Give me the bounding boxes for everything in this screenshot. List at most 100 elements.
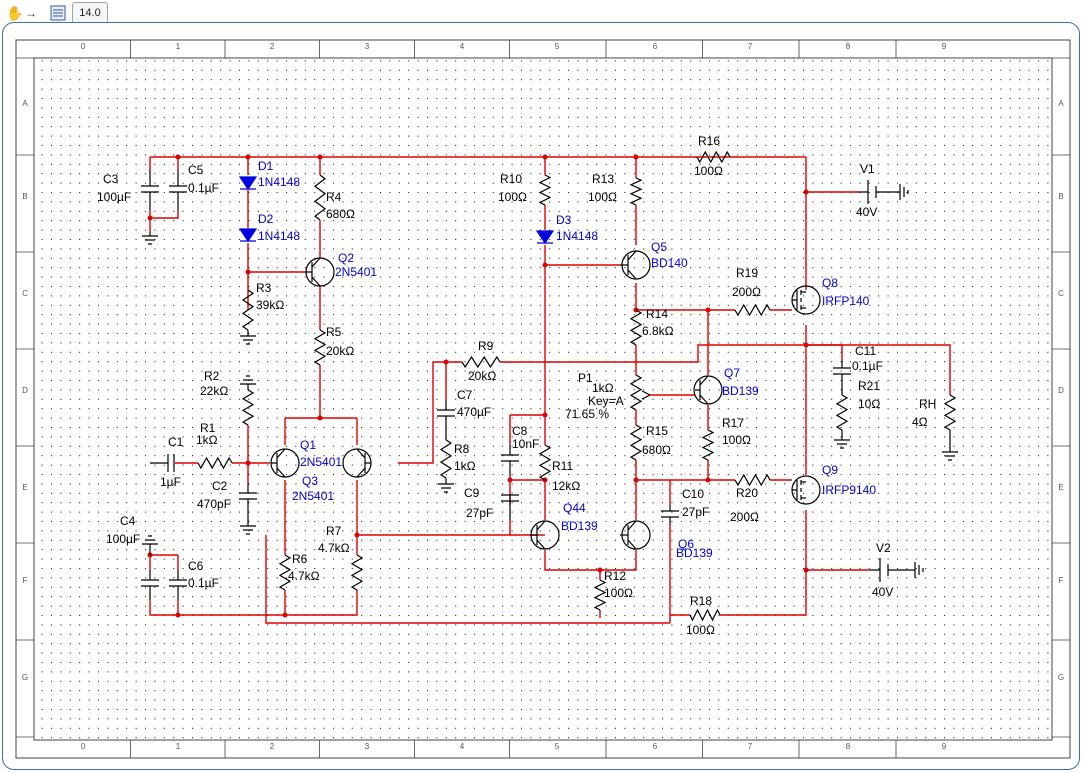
label-c9-name: C9	[464, 486, 480, 500]
label-r13-value: 100Ω	[588, 190, 617, 204]
label-c2-value: 470pF	[197, 497, 231, 511]
label-r5-name: R5	[326, 325, 342, 339]
label-r9-value: 20kΩ	[468, 369, 496, 383]
label-c11-value: 0.1µF	[852, 359, 883, 373]
ruler-row-label: E	[1058, 483, 1063, 492]
label-q5-name: Q5	[651, 240, 667, 254]
ruler-row-label: B	[1058, 192, 1063, 201]
resistor-r13	[629, 177, 643, 206]
resistor-r7	[350, 554, 364, 591]
junctions	[147, 154, 809, 618]
label-r11-value: 12kΩ	[552, 479, 580, 493]
capacitor-c3	[141, 170, 159, 210]
label-r10-name: R10	[500, 172, 522, 186]
label-v2-value: 40V	[872, 585, 893, 599]
ruler-col-label: 9	[942, 42, 947, 51]
transistor-q1	[270, 448, 300, 478]
label-c7-value: 470µF	[457, 405, 491, 419]
label-q5-value: BD140	[651, 256, 688, 270]
potentiometer-p1-wiper	[641, 390, 651, 400]
chart-icon[interactable]	[49, 3, 67, 23]
transistor-q5	[620, 250, 651, 280]
resistor-r18	[689, 608, 721, 622]
label-r10-value: 100Ω	[498, 190, 527, 204]
ruler-col-label: 8	[846, 742, 851, 751]
capacitor-c9	[501, 494, 519, 520]
ruler-col-label: 6	[653, 742, 658, 751]
resistor-r2	[241, 389, 255, 426]
label-r3-name: R3	[256, 281, 272, 295]
label-r11-name: R11	[552, 459, 573, 473]
diode-d3	[535, 230, 555, 245]
label-r21-name: R21	[858, 379, 880, 393]
ruler-col-label: 5	[555, 42, 560, 51]
resistor-r21	[835, 394, 849, 431]
ruler-col-label: 7	[748, 742, 753, 751]
label-q3-value: 2N5401	[292, 489, 334, 503]
ruler-col-label: 4	[460, 42, 465, 51]
label-d3-name: D3	[556, 213, 572, 227]
ruler-col-label: 1	[176, 42, 181, 51]
ground-r2	[240, 375, 256, 390]
label-r3-value: 39kΩ	[256, 298, 284, 312]
label-p1-key: Key=A	[588, 394, 624, 408]
resistor-r4	[314, 174, 326, 221]
ruler-col-label: 5	[555, 742, 560, 751]
label-q44-name: Q44	[563, 501, 586, 515]
tab-zoom[interactable]: 14.0	[72, 2, 108, 23]
resistor-r14	[629, 309, 643, 346]
label-r5-value: 20kΩ	[326, 344, 354, 358]
transistor-q7	[693, 375, 723, 405]
ruler-col-label: 2	[270, 42, 275, 51]
label-r12-value: 100Ω	[604, 586, 633, 600]
label-q2-value: 2N5401	[335, 265, 377, 279]
ruler-row-label: C	[22, 289, 28, 298]
ground-c4	[142, 535, 158, 555]
arrow-right-icon: →	[25, 6, 37, 20]
component-symbols	[141, 150, 958, 622]
resistor-r5	[313, 329, 327, 366]
mosfet-q9	[791, 475, 821, 505]
label-r17-value: 100Ω	[722, 433, 751, 447]
hand-pan-icon[interactable]: ✋	[6, 4, 24, 21]
label-r6-name: R6	[292, 552, 308, 566]
ruler-row-label: B	[22, 192, 27, 201]
ruler-row-label: E	[22, 483, 27, 492]
label-q3-name: Q3	[302, 474, 318, 488]
sheet-border	[15, 39, 1071, 759]
label-p1-name: P1	[578, 371, 593, 385]
label-d1-value: 1N4148	[258, 175, 300, 189]
ruler-col-label: 7	[748, 42, 753, 51]
resistor-r9	[461, 355, 501, 369]
ground-rh	[942, 430, 958, 461]
ground-c3	[142, 232, 158, 245]
label-q7-value: BD139	[722, 384, 759, 398]
ruler-col-label: 4	[460, 742, 465, 751]
label-q7-name: Q7	[724, 366, 740, 380]
label-v1-value: 40V	[856, 205, 877, 219]
label-d1-name: D1	[258, 159, 274, 173]
ground-c2	[240, 520, 256, 535]
ruler-col-label: 8	[846, 42, 851, 51]
label-r6-value: 4.7kΩ	[288, 569, 320, 583]
label-v1-name: V1	[860, 162, 875, 176]
label-p1-percent: 71.65 %	[565, 407, 609, 421]
transistor-q6	[620, 520, 651, 550]
capacitor-c11	[833, 360, 851, 395]
label-r13-name: R13	[592, 172, 614, 186]
label-r18-value: 100Ω	[686, 623, 715, 637]
label-q1-name: Q1	[300, 438, 316, 452]
label-c8-value: 10nF	[512, 437, 539, 451]
label-d2-name: D2	[258, 212, 274, 226]
ruler-row-label: G	[22, 673, 28, 682]
ground-v2	[910, 562, 924, 578]
ground-r21	[834, 430, 850, 449]
capacitor-c6	[169, 570, 187, 600]
ruler-col-label: 3	[365, 742, 370, 751]
label-r9-name: R9	[478, 339, 494, 353]
resistor-rh	[943, 394, 957, 431]
label-d3-value: 1N4148	[556, 229, 598, 243]
ruler-row-label: F	[23, 576, 28, 585]
label-c9-value: 27pF	[466, 506, 493, 520]
